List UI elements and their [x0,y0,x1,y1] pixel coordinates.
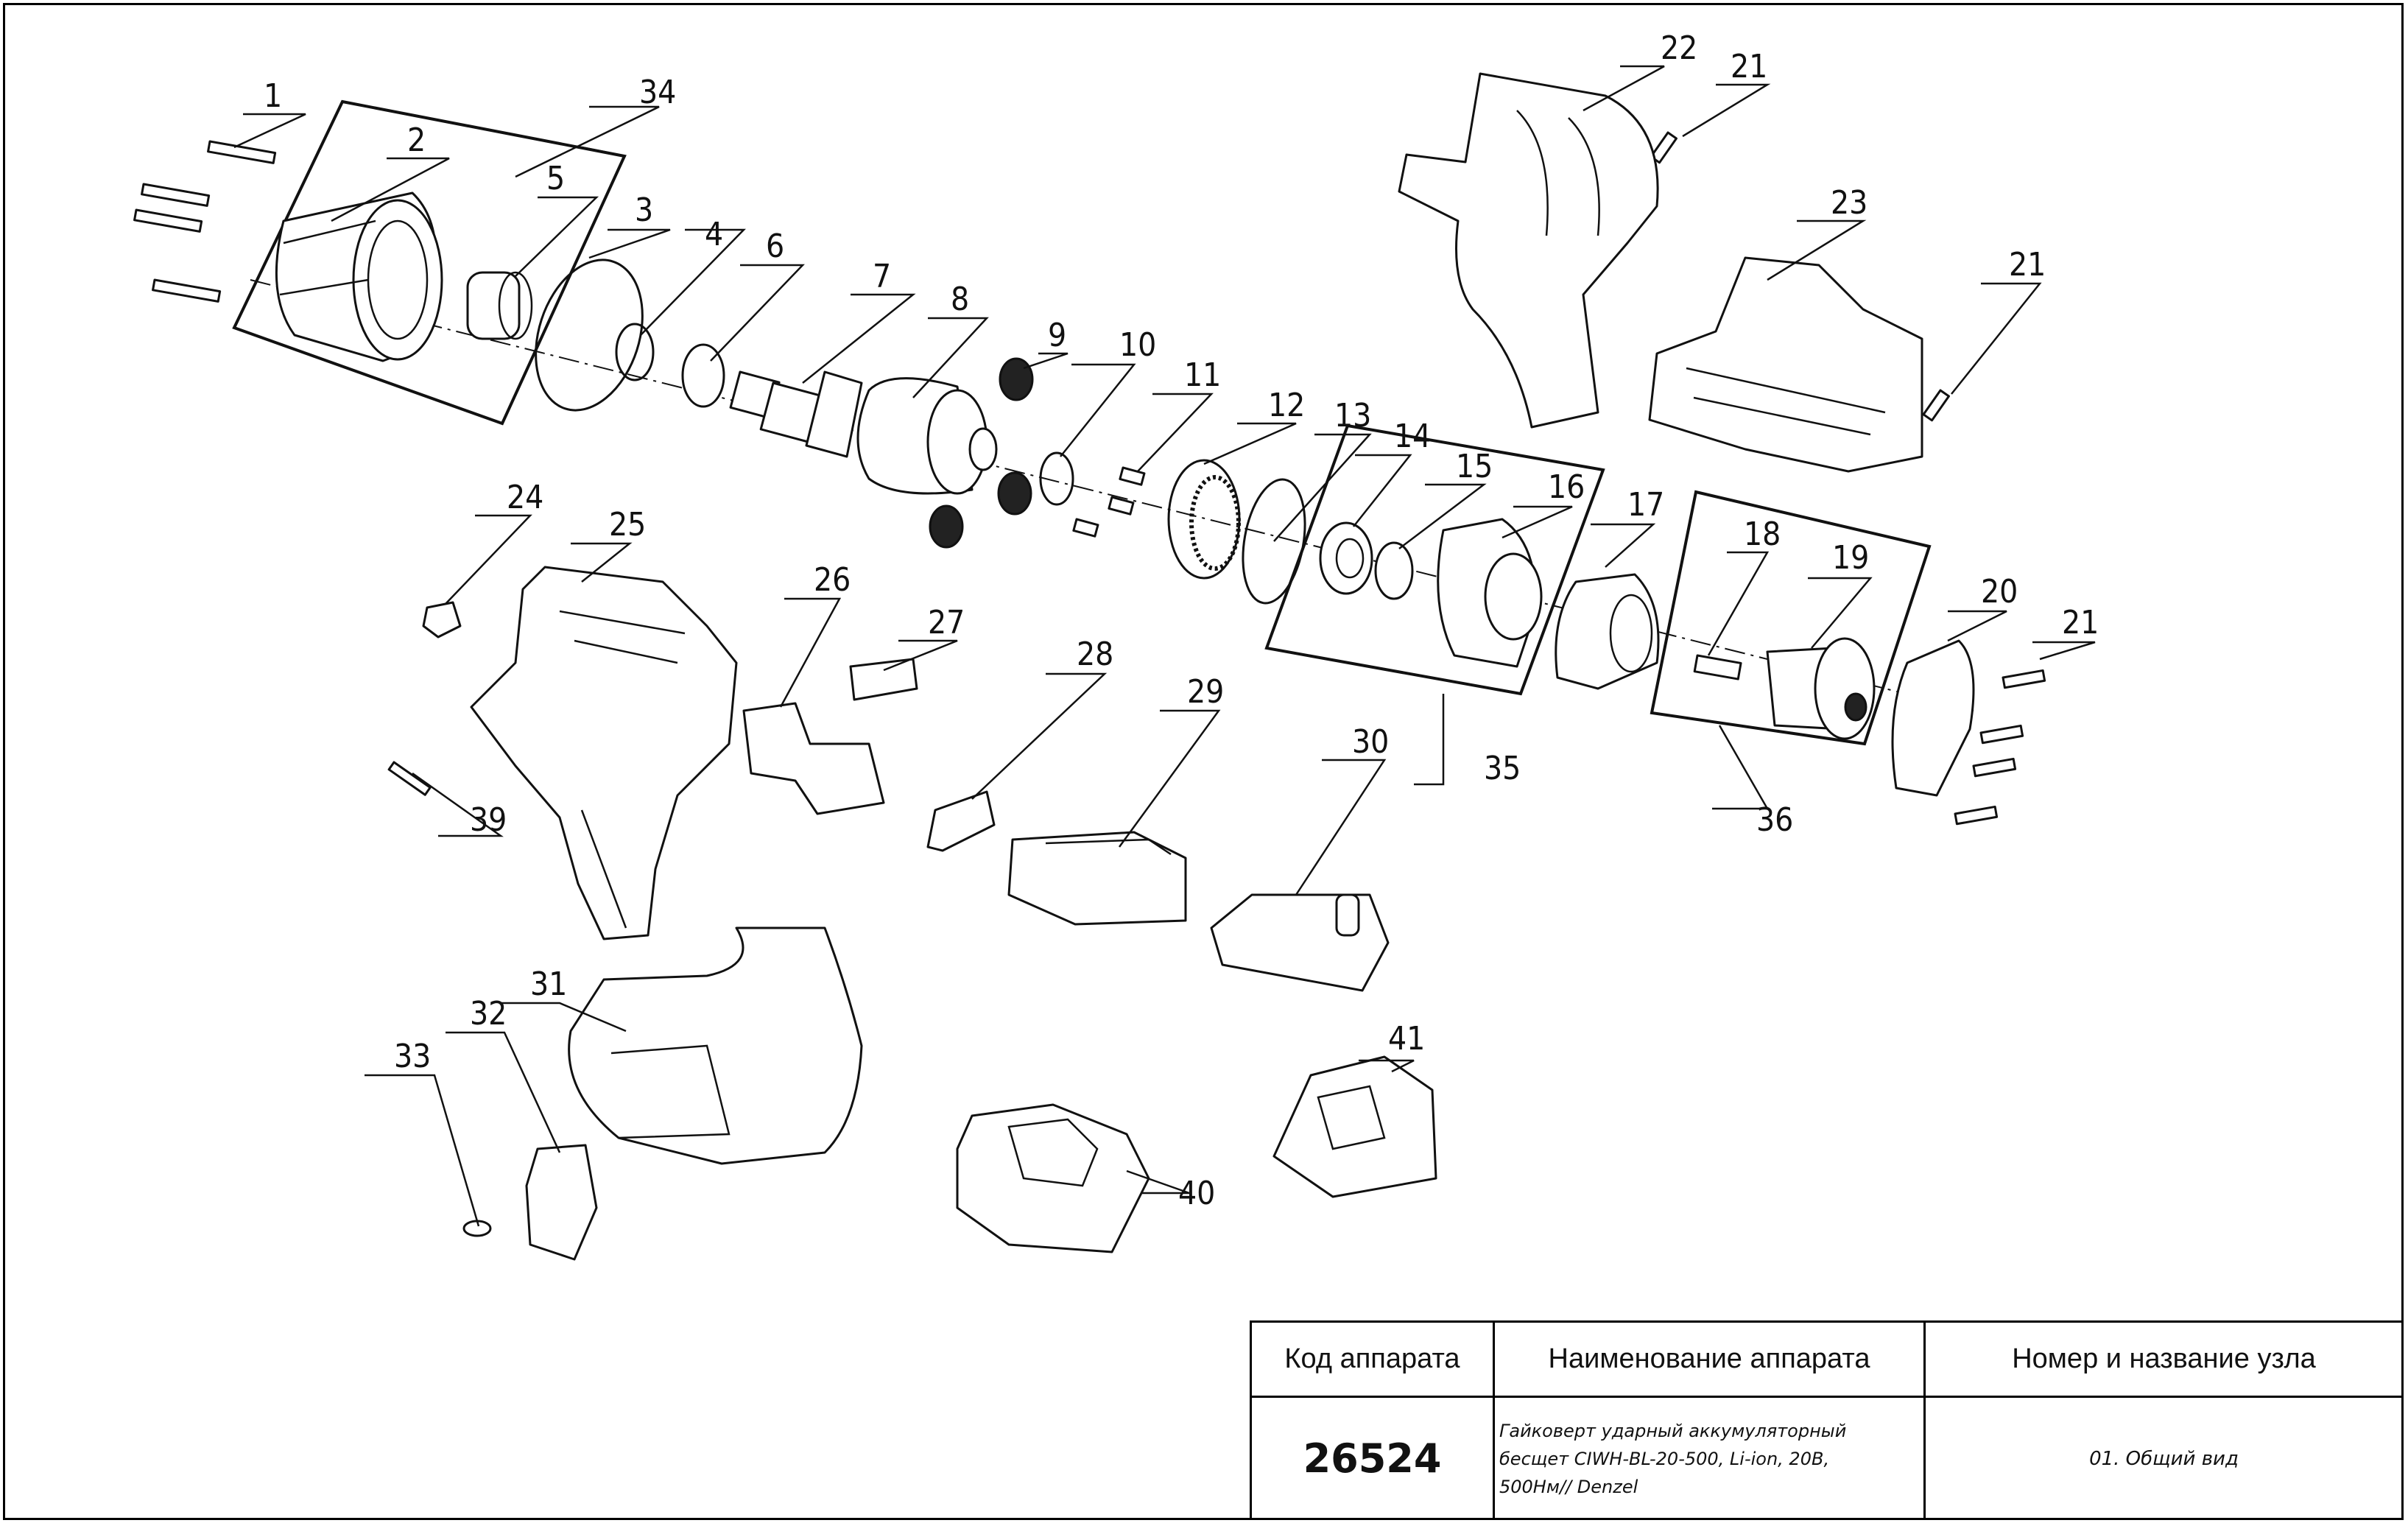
part-number-label: 40 [1178,1175,1215,1212]
part-number-label: 33 [394,1038,431,1075]
part-pins-11 [1072,466,1146,538]
part-screws-1 [133,140,277,303]
part-pcb-30 [1210,893,1390,992]
device-code-value: 26524 [1252,1398,1495,1519]
center-axis [250,279,1974,711]
part-number-label: 24 [507,479,543,516]
part-washer-15 [1374,541,1414,600]
part-oring-3 [535,258,644,412]
part-number-label: 34 [639,74,676,111]
part-number-label: 36 [1756,801,1793,839]
part-number-label: 11 [1184,356,1221,394]
assembly-box-36 [1650,490,1932,746]
part-washer-6 [681,343,725,408]
part-hammer-8 [856,377,998,495]
part-shaft-18 [1693,654,1742,680]
part-number-label: 2 [407,122,426,159]
part-number-label: 15 [1456,448,1493,485]
part-switch-26 [742,702,885,815]
part-number-label: 8 [951,281,969,318]
part-number-label: 29 [1187,673,1224,711]
part-number-label: 25 [609,506,646,544]
header-device-code: Код аппарата [1252,1323,1495,1398]
leader-lines [233,65,2096,1227]
part-number-label: 17 [1627,486,1664,524]
part-plate-32 [525,1144,598,1261]
title-block: Код аппарата Наименование аппарата Номер… [1250,1320,2402,1519]
part-number-label: 12 [1268,387,1305,424]
part-anvil-7 [729,370,863,458]
part-motor-support-16 [1437,518,1543,668]
part-stator-17 [1555,573,1660,690]
part-number-label: 20 [1981,573,2018,611]
part-number-label: 14 [1394,418,1431,455]
part-number-label: 3 [635,191,653,229]
part-number-label: 9 [1048,317,1066,354]
part-number-label: 23 [1831,184,1867,222]
part-number-label: 39 [470,801,507,839]
part-base-31 [568,926,863,1165]
part-ring-gear-12 [1167,459,1241,580]
part-charger-41 [1272,1055,1437,1198]
part-number-label: 32 [470,995,507,1033]
part-number-label: 10 [1119,326,1156,364]
part-number-label: 28 [1077,636,1113,673]
part-screws-21 [1650,131,2046,826]
part-number-label: 13 [1334,397,1371,435]
part-battery-40 [956,1103,1150,1253]
part-left-housing-22 [1398,72,1659,429]
part-number-label: 18 [1744,516,1781,553]
part-number-label: 41 [1388,1020,1425,1058]
part-right-housing-23 [1648,256,1923,473]
part-number-label: 21 [1731,48,1767,85]
part-number-label: 31 [530,965,567,1003]
part-number-label: 19 [1832,539,1869,577]
device-name-value: Гайковерт ударный аккумуляторный бесщет … [1495,1398,1926,1519]
part-gears-9 [929,357,1034,549]
part-number-label: 21 [2062,604,2099,641]
part-number-label: 1 [264,77,282,115]
part-rotor-19 [1766,637,1876,740]
part-number-label: 7 [873,258,891,295]
part-housing-2 [275,191,443,362]
part-number-label: 5 [546,160,565,197]
part-number-label: 16 [1548,468,1585,506]
part-led-28 [926,790,996,852]
part-number-label: 4 [705,216,723,253]
part-board-29 [1007,831,1187,926]
part-pin-39 [387,761,432,796]
header-device-name: Наименование аппарата [1495,1323,1926,1398]
part-bearing-14 [1319,521,1373,595]
part-plate-27 [849,658,918,701]
part-washer-4 [615,323,655,381]
assembly-box-35 [1264,423,1605,696]
header-unit-name: Номер и название узла [1926,1323,2402,1398]
part-number-label: 26 [814,561,851,599]
part-handle-25 [470,566,738,940]
part-number-label: 21 [2009,246,2046,284]
part-bearing-5 [466,271,533,340]
part-end-cap-20 [1891,639,1975,797]
part-number-label: 22 [1661,29,1697,67]
part-number-label: 30 [1352,723,1389,761]
assembly-box-34 [232,99,627,426]
part-lever-24 [422,601,462,639]
part-number-label: 27 [928,604,965,641]
part-circlip-13 [1242,478,1306,605]
drawing-frame [3,3,2404,1520]
part-number-label: 6 [766,228,784,265]
part-number-label: 35 [1484,750,1521,787]
unit-name-value: 01. Общий вид [2089,1447,2239,1470]
part-washer-10 [1039,451,1074,506]
